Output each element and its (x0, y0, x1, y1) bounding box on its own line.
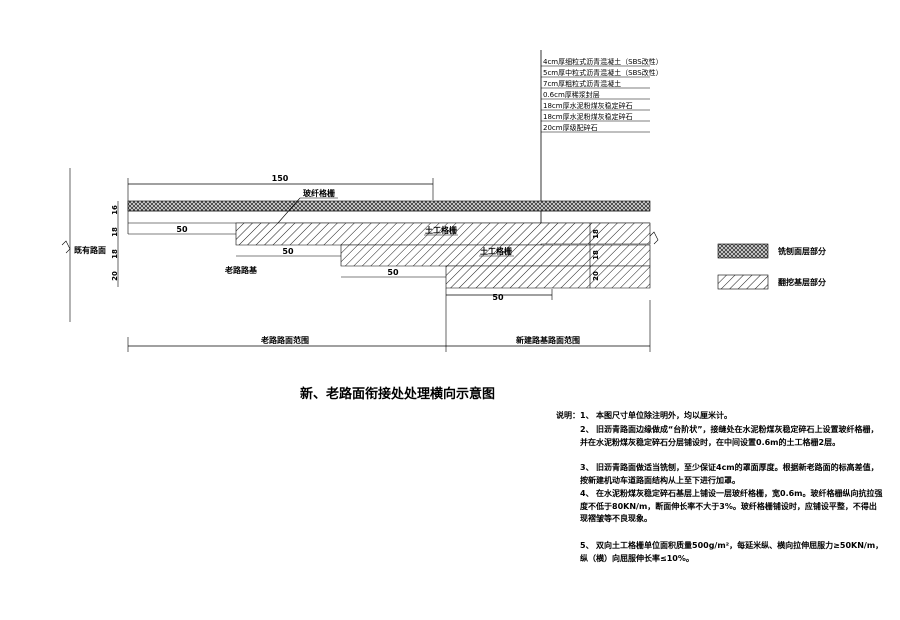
break-mark (649, 231, 659, 245)
svg-text:50: 50 (282, 247, 294, 256)
dimension-50-b: 50 (282, 247, 294, 256)
svg-text:既有路面: 既有路面 (74, 245, 106, 255)
svg-text:20: 20 (111, 271, 119, 281)
note-item: 3、旧沥青路面做适当铣刨，至少保证4cm的罩面厚度。根据新老路面的标高差值，按新… (580, 463, 879, 485)
legend-swatch-excavated (717, 274, 769, 290)
old-road-surface-label: 既有路面 (61, 240, 106, 255)
left-vertical-dims: 16 18 18 20 (111, 201, 119, 287)
diagram-title: 新、老路面衔接处处理横向示意图 (300, 387, 496, 402)
svg-text:50: 50 (492, 293, 504, 302)
old-base-label: 老路路基 (224, 265, 258, 275)
svg-text:50: 50 (176, 225, 188, 234)
dimension-50-c: 50 (387, 268, 399, 277)
svg-text:土工格栅: 土工格栅 (480, 246, 512, 256)
milled-surface-layer (127, 200, 651, 212)
note-item: 1、本图尺寸单位除注明外，均以厘米计。 (580, 411, 732, 420)
svg-text:18: 18 (592, 229, 600, 239)
svg-text:16: 16 (111, 205, 119, 215)
svg-text:玻纤格栅: 玻纤格栅 (303, 188, 335, 198)
svg-text:18: 18 (111, 227, 119, 237)
excavated-base-step-3 (445, 265, 651, 289)
geogrid-label-1: 土工格栅 (424, 225, 458, 236)
layer-label: 18cm厚水泥粉煤灰稳定碎石 (543, 112, 633, 121)
dimension-50-d: 50 (445, 288, 553, 302)
layer-label: 0.6cm厚稀浆封层 (543, 90, 600, 99)
note-item: 5、双向土工格栅单位面积质量500g/m²，每延米纵、横向拉伸屈服力≥50KN/… (580, 541, 884, 563)
svg-text:翻挖基层部分: 翻挖基层部分 (778, 277, 826, 287)
note-item: 4、在水泥粉煤灰稳定碎石基层上铺设一层玻纤格栅，宽0.6m。玻纤格栅纵向抗拉强度… (580, 489, 883, 523)
notes-heading: 说明： (556, 411, 580, 420)
layer-label: 5cm厚中粒式沥青混凝土（SBS改性） (543, 68, 663, 77)
legend-swatch-milled (717, 243, 769, 259)
svg-text:土工格栅: 土工格栅 (425, 225, 457, 235)
svg-text:150: 150 (272, 174, 289, 183)
layer-label: 18cm厚水泥粉煤灰稳定碎石 (543, 101, 633, 110)
legend: 铣刨面层部分 翻挖基层部分 (717, 243, 826, 290)
glass-grid-label: 玻纤格栅 (277, 188, 338, 224)
layer-labels: 4cm厚细粒式沥青混凝土（SBS改性） 5cm厚中粒式沥青混凝土（SBS改性） … (540, 50, 663, 282)
svg-text:20: 20 (592, 271, 600, 281)
geogrid-label-2: 土工格栅 (479, 246, 514, 257)
layer-label: 20cm厚级配碎石 (543, 123, 598, 132)
svg-text:50: 50 (387, 268, 399, 277)
svg-text:18: 18 (111, 249, 119, 259)
svg-text:新建路基路面范围: 新建路基路面范围 (516, 335, 580, 345)
right-vertical-dims: 18 18 20 (589, 223, 600, 288)
svg-text:老路路面范围: 老路路面范围 (260, 335, 309, 345)
note-item: 2、旧沥青路面边缘做成“台阶状”，接缝处在水泥粉煤灰稳定碎石上设置玻纤格栅，并在… (580, 425, 879, 447)
svg-text:18: 18 (592, 250, 600, 260)
dimension-150: 150 (128, 174, 434, 200)
layer-label: 7cm厚粗粒式沥青混凝土 (543, 79, 621, 88)
svg-text:铣刨面层部分: 铣刨面层部分 (778, 246, 826, 256)
excavated-base-step-1 (235, 222, 651, 246)
layer-label: 4cm厚细粒式沥青混凝土（SBS改性） (543, 57, 663, 66)
dimension-50-a: 50 (176, 225, 188, 234)
range-dimension: 老路路面范围 新建路基路面范围 (127, 300, 651, 352)
